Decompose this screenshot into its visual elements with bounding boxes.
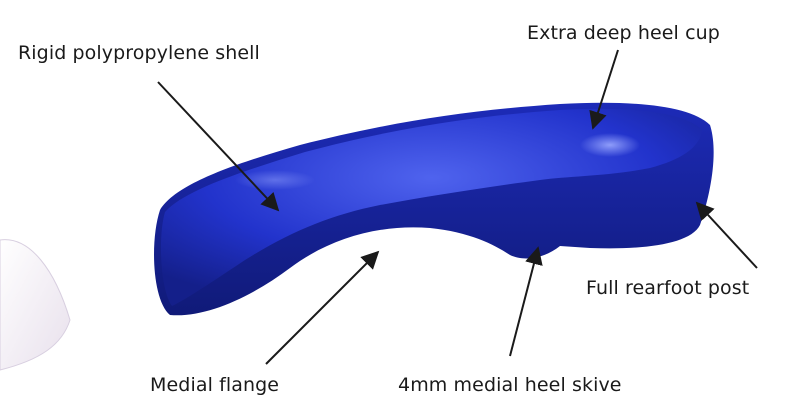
label-heel-cup: Extra deep heel cup	[527, 22, 720, 44]
arrow-heel-skive	[510, 248, 538, 356]
background-object	[0, 240, 70, 370]
label-medial-flange: Medial flange	[150, 374, 279, 396]
label-rearfoot-post: Full rearfoot post	[586, 277, 749, 299]
shell-highlight	[235, 170, 315, 190]
label-heel-skive: 4mm medial heel skive	[398, 374, 622, 396]
label-shell: Rigid polypropylene shell	[18, 42, 260, 64]
heel-cup-highlight	[580, 133, 640, 157]
arrow-rearfoot-post	[697, 203, 757, 268]
